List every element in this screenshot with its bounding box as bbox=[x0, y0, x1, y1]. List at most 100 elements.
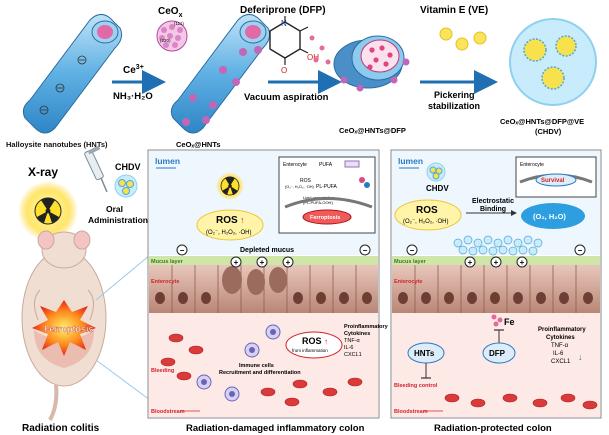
dfp-molecule: Deferiprone (DFP) N OH O bbox=[240, 5, 326, 75]
right-bleeding-control-label: Bleeding control bbox=[394, 383, 438, 389]
ve-title: Vitamin E (VE) bbox=[420, 5, 488, 16]
svg-text:+: + bbox=[520, 258, 525, 267]
callout-line-top bbox=[95, 254, 151, 301]
svg-text:CeOx: CeOx bbox=[158, 6, 183, 19]
ve-droplets bbox=[439, 27, 487, 51]
dfp-dots bbox=[309, 35, 331, 65]
svg-text:(111): (111) bbox=[174, 21, 184, 26]
right-ros-species: (O₂⁻, H₂O₂, ·OH) bbox=[403, 219, 448, 225]
hnt-dfp-endview bbox=[333, 35, 410, 92]
right-tnf-label: TNF-α bbox=[551, 343, 569, 349]
svg-text:−: − bbox=[363, 246, 368, 255]
right-lumen-label: lumen bbox=[398, 156, 423, 166]
synthesis-row: Halloysite nanotubes (HNTs) Ce3+ NH₃·H₂O… bbox=[6, 5, 597, 149]
svg-text:−: − bbox=[578, 246, 583, 255]
chdv-left-label: CHDV bbox=[115, 162, 141, 172]
nh3-label: NH₃·H₂O bbox=[113, 91, 153, 102]
pickering-label-1: Pickering bbox=[434, 90, 475, 100]
mid-ros-bubble bbox=[196, 209, 264, 241]
svg-text:PL-PUFA: PL-PUFA bbox=[316, 184, 338, 190]
mid-ros-inflam-up: ↑ bbox=[324, 337, 328, 346]
svg-text:Survival: Survival bbox=[541, 178, 565, 184]
svg-text:ROS: ROS bbox=[300, 178, 312, 184]
svg-text:Ferroptosis: Ferroptosis bbox=[310, 215, 340, 221]
depleted-mucus-label: Depleted mucus bbox=[240, 247, 294, 254]
svg-text:(O₂⁻, H₂O₂, ·OH): (O₂⁻, H₂O₂, ·OH) bbox=[285, 185, 315, 189]
mid-ros-label: ROS bbox=[216, 215, 238, 226]
svg-text:+: + bbox=[260, 258, 265, 267]
svg-text:+: + bbox=[286, 258, 291, 267]
ceox-hnts-dfp-label: CeOₓ@HNTs@DFP bbox=[339, 126, 406, 135]
middle-panel: lumen ROS ↑ (O₂⁻, H₂O₂, ·OH) Enterocyte … bbox=[147, 149, 389, 434]
right-ros-bubble bbox=[394, 199, 462, 231]
radiation-icon bbox=[34, 197, 62, 225]
svg-text:+: + bbox=[234, 258, 239, 267]
right-cytokines-down-arrow: ↓ bbox=[578, 352, 583, 362]
svg-text:N: N bbox=[281, 19, 287, 28]
oral-label-2: Administration bbox=[88, 215, 148, 225]
ferroptosis-burst bbox=[32, 300, 96, 356]
right-bloodstream-label: Bloodstream bbox=[394, 409, 428, 415]
left-panel: X-ray CHDV Oral Administration bbox=[18, 145, 151, 434]
right-cxcl1-label: CXCL1 bbox=[551, 359, 571, 365]
syringe bbox=[84, 145, 108, 193]
mid-radiation-icon bbox=[216, 172, 244, 200]
svg-text:+: + bbox=[468, 258, 473, 267]
mid-ros-species: (O₂⁻, H₂O₂, ·OH) bbox=[206, 230, 251, 236]
right-panel: lumen CHDV Enterocyte Survival ROS (O₂⁻,… bbox=[390, 149, 602, 434]
mid-immune-label-2: Recruitment and differentiation bbox=[219, 370, 301, 376]
svg-text:O: O bbox=[281, 66, 287, 75]
mid-red-blood-cells bbox=[160, 333, 363, 407]
mid-bleeding-label: Bleeding bbox=[151, 368, 174, 374]
mid-caption: Radiation-damaged inflammatory colon bbox=[186, 423, 365, 434]
pickering-label-2: stabilization bbox=[428, 101, 480, 111]
svg-text:Enterocyte: Enterocyte bbox=[283, 162, 307, 168]
right-mucus-label: Mucus layer bbox=[394, 259, 427, 265]
mid-blood-region bbox=[149, 313, 378, 417]
callout-line-bottom bbox=[95, 359, 151, 401]
mid-immune-cells bbox=[196, 324, 281, 402]
mid-ros-inflam-label: ROS bbox=[302, 336, 322, 346]
mid-immune-label-1: Immune cells bbox=[239, 363, 274, 369]
svg-text:OH: OH bbox=[307, 53, 319, 62]
mid-il6-label: IL-6 bbox=[344, 345, 353, 351]
right-ros-label: ROS bbox=[416, 205, 438, 216]
lumen-label: lumen bbox=[155, 156, 180, 166]
mid-charge-icons: − − + + + bbox=[176, 244, 371, 268]
chdv-droplet bbox=[509, 18, 597, 106]
hnt-tube-2 bbox=[170, 14, 271, 134]
mid-cytokines-label: Cytokines bbox=[344, 331, 370, 337]
ferroptosis-label: Ferroptosis bbox=[44, 324, 94, 334]
right-charge-icons: − − + + + bbox=[406, 244, 586, 268]
right-dfp-bubble bbox=[482, 342, 516, 364]
mid-from-inflam-label: from inflammation bbox=[292, 348, 328, 353]
right-fe-dots bbox=[491, 314, 503, 327]
chdv-binding-layer bbox=[453, 235, 543, 256]
oral-label-1: Oral bbox=[106, 204, 123, 214]
right-dfp-label: DFP bbox=[489, 349, 506, 358]
right-enterocytes bbox=[392, 265, 600, 313]
right-chdv-label: CHDV bbox=[426, 184, 449, 193]
svg-text:−: − bbox=[410, 246, 415, 255]
left-caption: Radiation colitis bbox=[22, 423, 100, 434]
svg-text:(PL-PUFA-OOH): (PL-PUFA-OOH) bbox=[303, 200, 333, 205]
mid-tnf-label: TNF-α bbox=[344, 338, 361, 344]
mid-cxcl1-label: CXCL1 bbox=[344, 352, 362, 358]
right-enterocyte-label: Enterocyte bbox=[394, 279, 422, 285]
svg-text:Enterocyte: Enterocyte bbox=[520, 162, 544, 168]
mid-ros-inflam-bubble bbox=[285, 331, 343, 359]
right-caption: Radiation-protected colon bbox=[434, 423, 552, 434]
mid-proinflam-label: Proinflammatory bbox=[344, 324, 389, 330]
right-proinflam-label: Proinflammatory bbox=[538, 327, 586, 333]
right-hnts-label: HNTs bbox=[414, 349, 435, 358]
mid-ros-up-arrow: ↑ bbox=[240, 215, 245, 225]
svg-text:+: + bbox=[494, 258, 499, 267]
hnts-label: Halloysite nanotubes (HNTs) bbox=[6, 140, 108, 149]
chdv-label-2: (CHDV) bbox=[535, 127, 562, 136]
svg-text:(220): (220) bbox=[160, 38, 171, 43]
mid-enterocytes bbox=[149, 265, 378, 313]
ceox-particle: CeOx (111) (220) bbox=[156, 6, 188, 52]
right-il6-label: IL-6 bbox=[553, 351, 564, 357]
chdv-left-icon bbox=[114, 174, 138, 198]
